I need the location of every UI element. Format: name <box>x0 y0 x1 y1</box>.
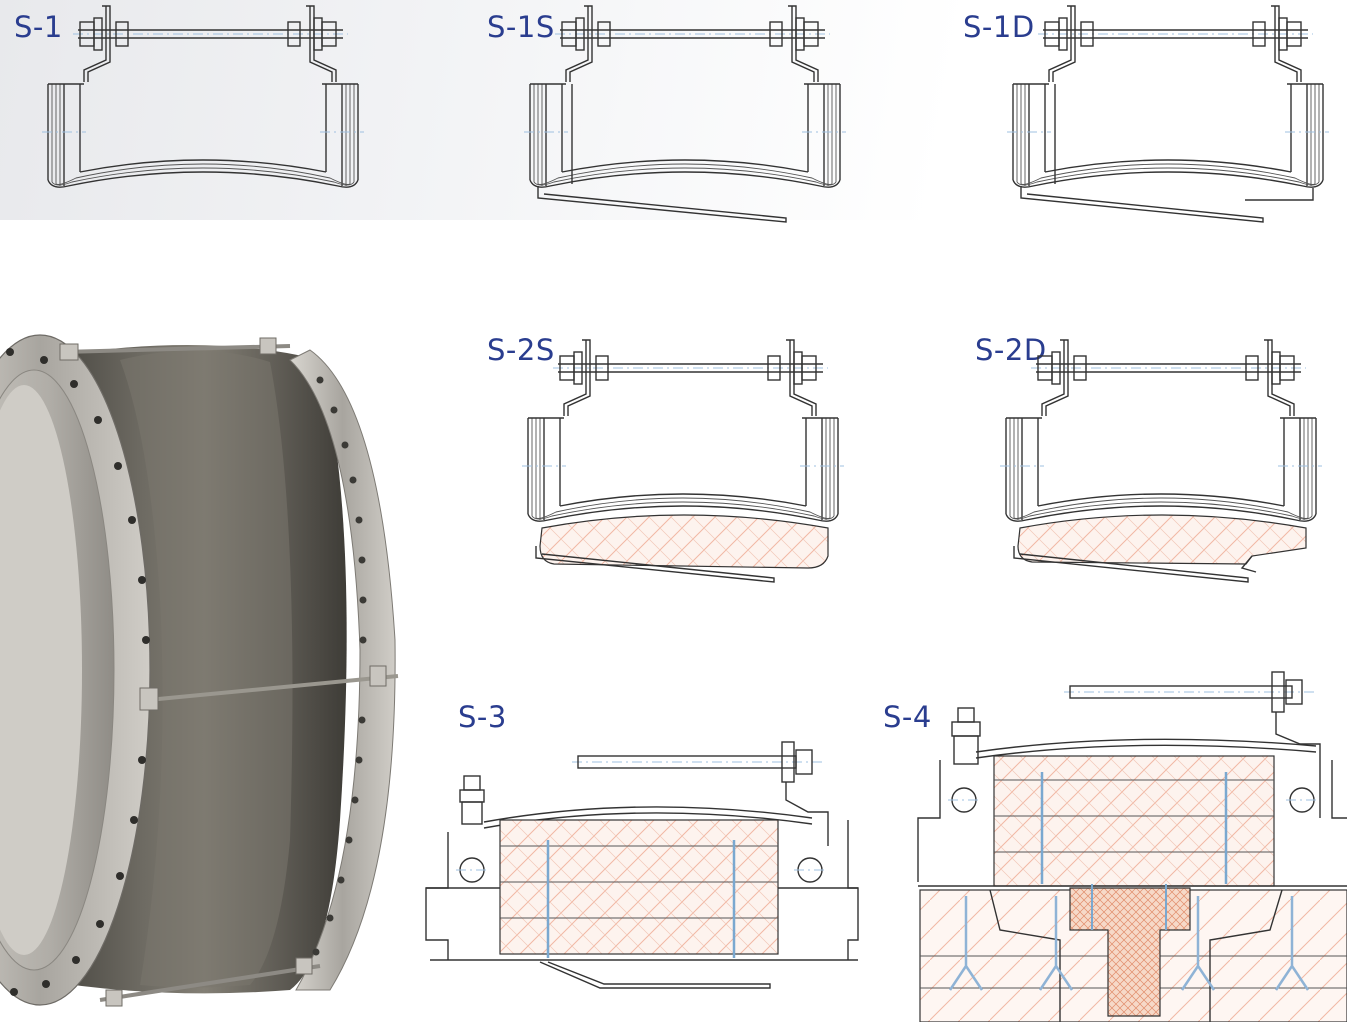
diagram-s1d <box>1006 5 1330 223</box>
label-s1: S-1 <box>14 10 63 44</box>
label-s1d: S-1D <box>963 10 1035 44</box>
header-background <box>0 0 1347 220</box>
label-s2s: S-2S <box>487 333 555 367</box>
label-s4: S-4 <box>883 700 932 734</box>
diagram-s2d <box>999 339 1323 583</box>
diagram-s1s <box>523 5 847 223</box>
diagram-s4 <box>917 671 1347 1022</box>
diagram-s2s <box>521 339 845 583</box>
diagram-s1 <box>41 5 365 188</box>
label-s1s: S-1S <box>487 10 555 44</box>
expansion-joint-photo <box>0 334 399 1007</box>
diagram-s3 <box>425 741 859 989</box>
label-s3: S-3 <box>458 700 507 734</box>
label-s2d: S-2D <box>975 333 1047 367</box>
